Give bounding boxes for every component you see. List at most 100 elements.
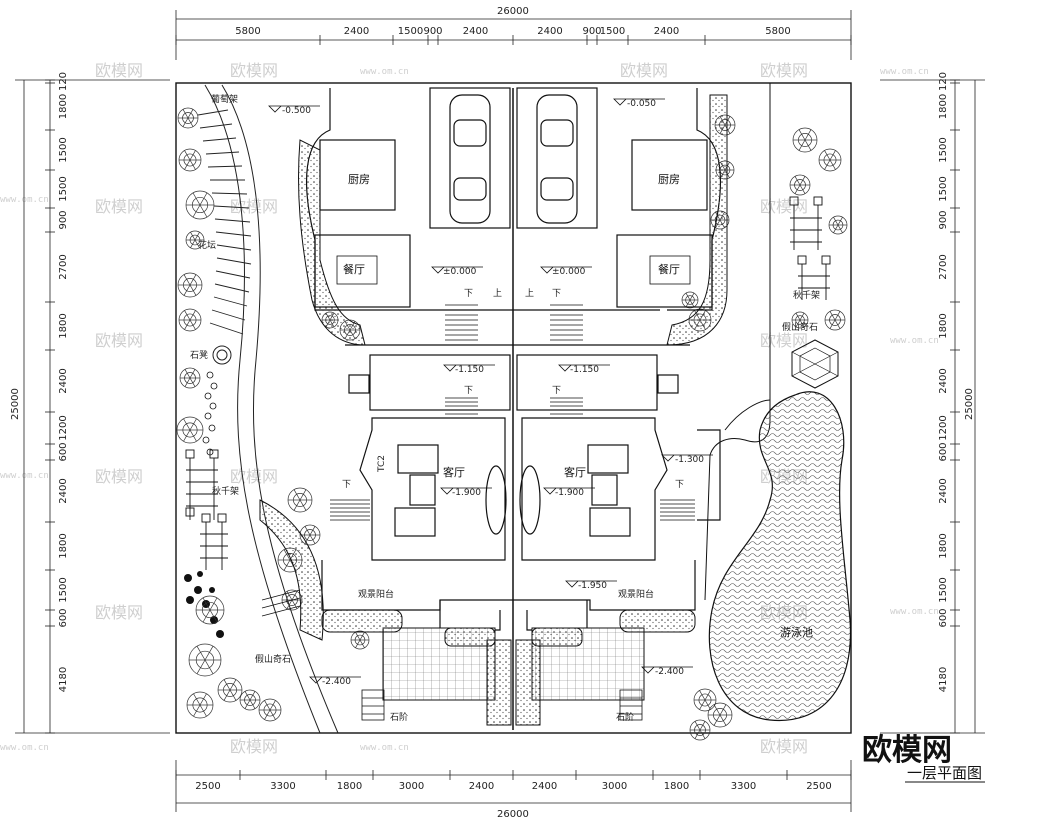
watermark-brand: 欧模网 bbox=[95, 61, 143, 80]
dimension-label: 1800 bbox=[938, 533, 949, 558]
dimension-label: 600 bbox=[58, 442, 69, 461]
dimension-label: 3000 bbox=[399, 781, 424, 792]
dimension-label: 1800 bbox=[664, 781, 689, 792]
dimension-label: 600 bbox=[938, 608, 949, 627]
terrace-planter-right bbox=[619, 609, 696, 633]
stair-down-label: 下 bbox=[675, 480, 684, 490]
garden-path-edge bbox=[204, 84, 321, 734]
dimension-label: 1500 bbox=[600, 26, 625, 37]
dimension-label: 120 bbox=[58, 72, 69, 91]
dimension-label: 2400 bbox=[938, 478, 949, 503]
dimension-label: 1500 bbox=[58, 577, 69, 602]
dimension-label: 2400 bbox=[344, 26, 369, 37]
dimension-label: 1500 bbox=[58, 137, 69, 162]
watermark-url: www.om.cn bbox=[0, 743, 49, 753]
overall-width-top: 26000 bbox=[497, 6, 529, 17]
watermark-brand: 欧模网 bbox=[230, 197, 278, 216]
watermark-brand: 欧模网 bbox=[760, 331, 808, 350]
watermark-url: www.om.cn bbox=[880, 67, 929, 77]
living-label-right: 客厅 bbox=[564, 465, 586, 479]
dimension-label: 900 bbox=[938, 210, 949, 229]
ramp-left bbox=[261, 589, 301, 617]
dining-label-right: 餐厅 bbox=[658, 262, 680, 276]
level-mark: -1.150 bbox=[570, 365, 599, 375]
watermark-brand: 欧模网 bbox=[95, 467, 143, 486]
level-mark: -1.900 bbox=[555, 488, 584, 498]
site-boundary bbox=[175, 82, 852, 734]
dimension-label: 2700 bbox=[58, 254, 69, 279]
trellis bbox=[197, 109, 252, 335]
dimension-label: 600 bbox=[58, 608, 69, 627]
watermark-url: www.om.cn bbox=[890, 607, 939, 617]
stone-steps-right bbox=[619, 689, 643, 721]
dimension-label: 3300 bbox=[731, 781, 756, 792]
dimension-label: 1800 bbox=[58, 533, 69, 558]
dimension-label: 3000 bbox=[602, 781, 627, 792]
kitchen-label-right: 厨房 bbox=[658, 173, 680, 186]
dimension-label: 1800 bbox=[58, 94, 69, 119]
dimension-label: 2500 bbox=[806, 781, 831, 792]
dimension-label: 1500 bbox=[938, 577, 949, 602]
watermark-brand: 欧模网 bbox=[95, 603, 143, 622]
dimension-label: 2400 bbox=[938, 368, 949, 393]
watermark-brand: 欧模网 bbox=[230, 467, 278, 486]
watermark-url: www.om.cn bbox=[360, 743, 409, 753]
dimension-label: 900 bbox=[423, 26, 442, 37]
dimension-label: 2400 bbox=[463, 26, 488, 37]
level-mark: ±0.000 bbox=[552, 267, 586, 277]
watermark-brand: 欧模网 bbox=[230, 737, 278, 756]
level-mark: -1.150 bbox=[455, 365, 484, 375]
stepping-stones bbox=[202, 371, 218, 456]
pool-label: 游泳池 bbox=[780, 625, 813, 639]
watermark-brand: 欧模网 bbox=[95, 197, 143, 216]
dimension-label: 2400 bbox=[58, 478, 69, 503]
overall-width-bottom: 26000 bbox=[497, 809, 529, 820]
dimension-label: 1800 bbox=[58, 313, 69, 338]
planter-right bbox=[515, 639, 541, 726]
stone-stool-label: 石凳 bbox=[190, 350, 208, 361]
dimension-label: 1500 bbox=[58, 176, 69, 201]
stair-down-label: 下 bbox=[552, 386, 561, 396]
dimension-label: 1200 bbox=[938, 415, 949, 440]
dimension-label: 5800 bbox=[235, 26, 260, 37]
dimension-label: 3300 bbox=[270, 781, 295, 792]
level-markers bbox=[268, 98, 713, 684]
rockery-label-right: 假山奇石 bbox=[782, 321, 818, 333]
watermark-brand: 欧模网 bbox=[95, 331, 143, 350]
dimension-label: 2400 bbox=[58, 368, 69, 393]
watermark-url: www.om.cn bbox=[890, 336, 939, 346]
living-label-left: 客厅 bbox=[443, 465, 465, 479]
level-mark: -1.900 bbox=[452, 488, 481, 498]
watermark-brand: 欧模网 bbox=[620, 61, 668, 80]
dimension-label: 1800 bbox=[938, 94, 949, 119]
kitchen-label-left: 厨房 bbox=[348, 173, 370, 186]
shrub-border-lower bbox=[259, 499, 324, 641]
level-mark: -1.300 bbox=[675, 455, 704, 465]
dimension-label: 900 bbox=[582, 26, 601, 37]
watermark-brand: 欧模网 bbox=[230, 61, 278, 80]
stone-stool bbox=[212, 345, 232, 365]
level-mark: ±0.000 bbox=[443, 267, 477, 277]
window-tag: TC2 bbox=[377, 455, 387, 473]
dining-label-left: 餐厅 bbox=[343, 262, 365, 276]
dimension-label: 4180 bbox=[58, 667, 69, 692]
dimension-label: 2400 bbox=[537, 26, 562, 37]
stair-up-label: 上 bbox=[525, 288, 534, 299]
dimension-label: 2400 bbox=[469, 781, 494, 792]
terrace-label-right: 观景阳台 bbox=[618, 588, 654, 600]
dimension-label: 2500 bbox=[195, 781, 220, 792]
level-mark: -0.500 bbox=[282, 106, 311, 116]
pebble-cluster bbox=[184, 571, 224, 638]
rockery-label-left: 假山奇石 bbox=[255, 653, 291, 665]
dimension-label: 2400 bbox=[654, 26, 679, 37]
dimension-label: 1800 bbox=[938, 313, 949, 338]
terrace-planter-left bbox=[321, 609, 403, 633]
level-mark: -2.400 bbox=[322, 677, 351, 687]
brand-logo: 欧模网 bbox=[862, 733, 952, 768]
overall-depth-left: 25000 bbox=[10, 388, 21, 420]
stone-steps-left bbox=[361, 689, 385, 721]
dimension-label: 120 bbox=[938, 72, 949, 91]
watermark-brand: 欧模网 bbox=[760, 197, 808, 216]
